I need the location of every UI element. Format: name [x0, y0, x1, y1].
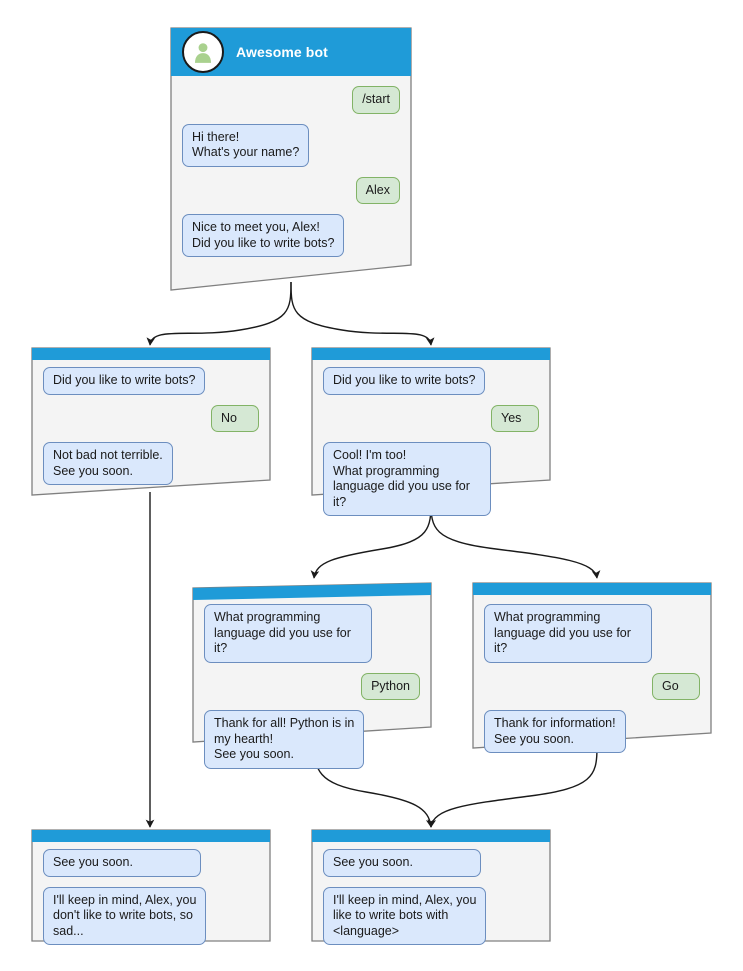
bot-message: What programming language did you use fo…: [204, 604, 373, 663]
bot-message: I'll keep in mind, Alex, you don't like …: [43, 886, 207, 945]
chat-body: What programming language did you use fo…: [192, 598, 432, 779]
node-header: [31, 829, 271, 842]
user-message: Alex: [355, 176, 400, 204]
message-row: Python: [204, 672, 420, 700]
bot-message: Thank for all! Python is in my hearth! S…: [204, 710, 365, 769]
bot-message: Did you like to write bots?: [43, 367, 206, 395]
user-message: Python: [361, 672, 420, 700]
chat-body: Did you like to write bots? No Not bad n…: [31, 360, 271, 495]
person-avatar-icon: [182, 30, 224, 73]
node-header: [192, 582, 432, 598]
node-end-likes-bots[interactable]: See you soon. I'll keep in mind, Alex, y…: [311, 829, 551, 945]
message-row: Nice to meet you, Alex! Did you like to …: [182, 214, 400, 257]
node-header: [311, 347, 551, 360]
user-message: No: [211, 404, 259, 432]
message-row: /start: [182, 86, 400, 114]
message-row: Not bad not terrible. See you soon.: [43, 442, 259, 485]
edge-root-to-yes: [290, 281, 435, 346]
chat-body: Did you like to write bots? Yes Cool! I'…: [311, 360, 551, 526]
bot-message: What programming language did you use fo…: [484, 604, 653, 663]
message-row: No: [43, 404, 259, 432]
bot-message: See you soon.: [43, 849, 201, 877]
node-end-no-bots[interactable]: See you soon. I'll keep in mind, Alex, y…: [31, 829, 271, 945]
message-row: Yes: [323, 404, 539, 432]
edge-root-to-no: [146, 281, 292, 346]
node-answer-yes[interactable]: Did you like to write bots? Yes Cool! I'…: [311, 347, 551, 516]
node-answer-python[interactable]: What programming language did you use fo…: [192, 582, 432, 769]
message-row: What programming language did you use fo…: [204, 604, 420, 663]
bot-message: Nice to meet you, Alex! Did you like to …: [182, 214, 345, 257]
node-header: Awesome bot: [170, 27, 412, 76]
message-row: I'll keep in mind, Alex, you don't like …: [43, 886, 259, 945]
node-header: [472, 582, 712, 595]
node-answer-no[interactable]: Did you like to write bots? No Not bad n…: [31, 347, 271, 496]
message-row: Did you like to write bots?: [323, 367, 539, 395]
node-awesome-bot-start[interactable]: Awesome bot /start Hi there! What's your…: [170, 27, 412, 291]
message-row: Hi there! What's your name?: [182, 123, 400, 167]
message-row: Alex: [182, 176, 400, 204]
message-row: Thank for information! See you soon.: [484, 710, 700, 753]
message-row: I'll keep in mind, Alex, you like to wri…: [323, 886, 539, 945]
message-row: See you soon.: [323, 849, 539, 877]
user-message: /start: [352, 86, 400, 114]
bot-message: Cool! I'm too! What programming language…: [323, 442, 492, 516]
node-header: [311, 829, 551, 842]
node-title: Awesome bot: [236, 43, 328, 60]
bot-message: Hi there! What's your name?: [182, 123, 310, 167]
user-message: Go: [652, 672, 700, 700]
chat-body: What programming language did you use fo…: [472, 595, 712, 763]
bot-message: Thank for information! See you soon.: [484, 710, 626, 753]
user-message: Yes: [491, 404, 539, 432]
bot-message: Not bad not terrible. See you soon.: [43, 442, 173, 485]
message-row: Cool! I'm too! What programming language…: [323, 442, 539, 516]
bot-message: Did you like to write bots?: [323, 367, 486, 395]
message-row: What programming language did you use fo…: [484, 604, 700, 663]
node-header: [31, 347, 271, 360]
chat-body: See you soon. I'll keep in mind, Alex, y…: [311, 842, 551, 955]
message-row: See you soon.: [43, 849, 259, 877]
node-answer-go[interactable]: What programming language did you use fo…: [472, 582, 712, 753]
message-row: Go: [484, 672, 700, 700]
message-row: Thank for all! Python is in my hearth! S…: [204, 710, 420, 769]
bot-message: I'll keep in mind, Alex, you like to wri…: [323, 886, 487, 945]
message-row: Did you like to write bots?: [43, 367, 259, 395]
chat-body: /start Hi there! What's your name? Alex …: [170, 76, 412, 267]
bot-message: See you soon.: [323, 849, 481, 877]
chat-body: See you soon. I'll keep in mind, Alex, y…: [31, 842, 271, 955]
